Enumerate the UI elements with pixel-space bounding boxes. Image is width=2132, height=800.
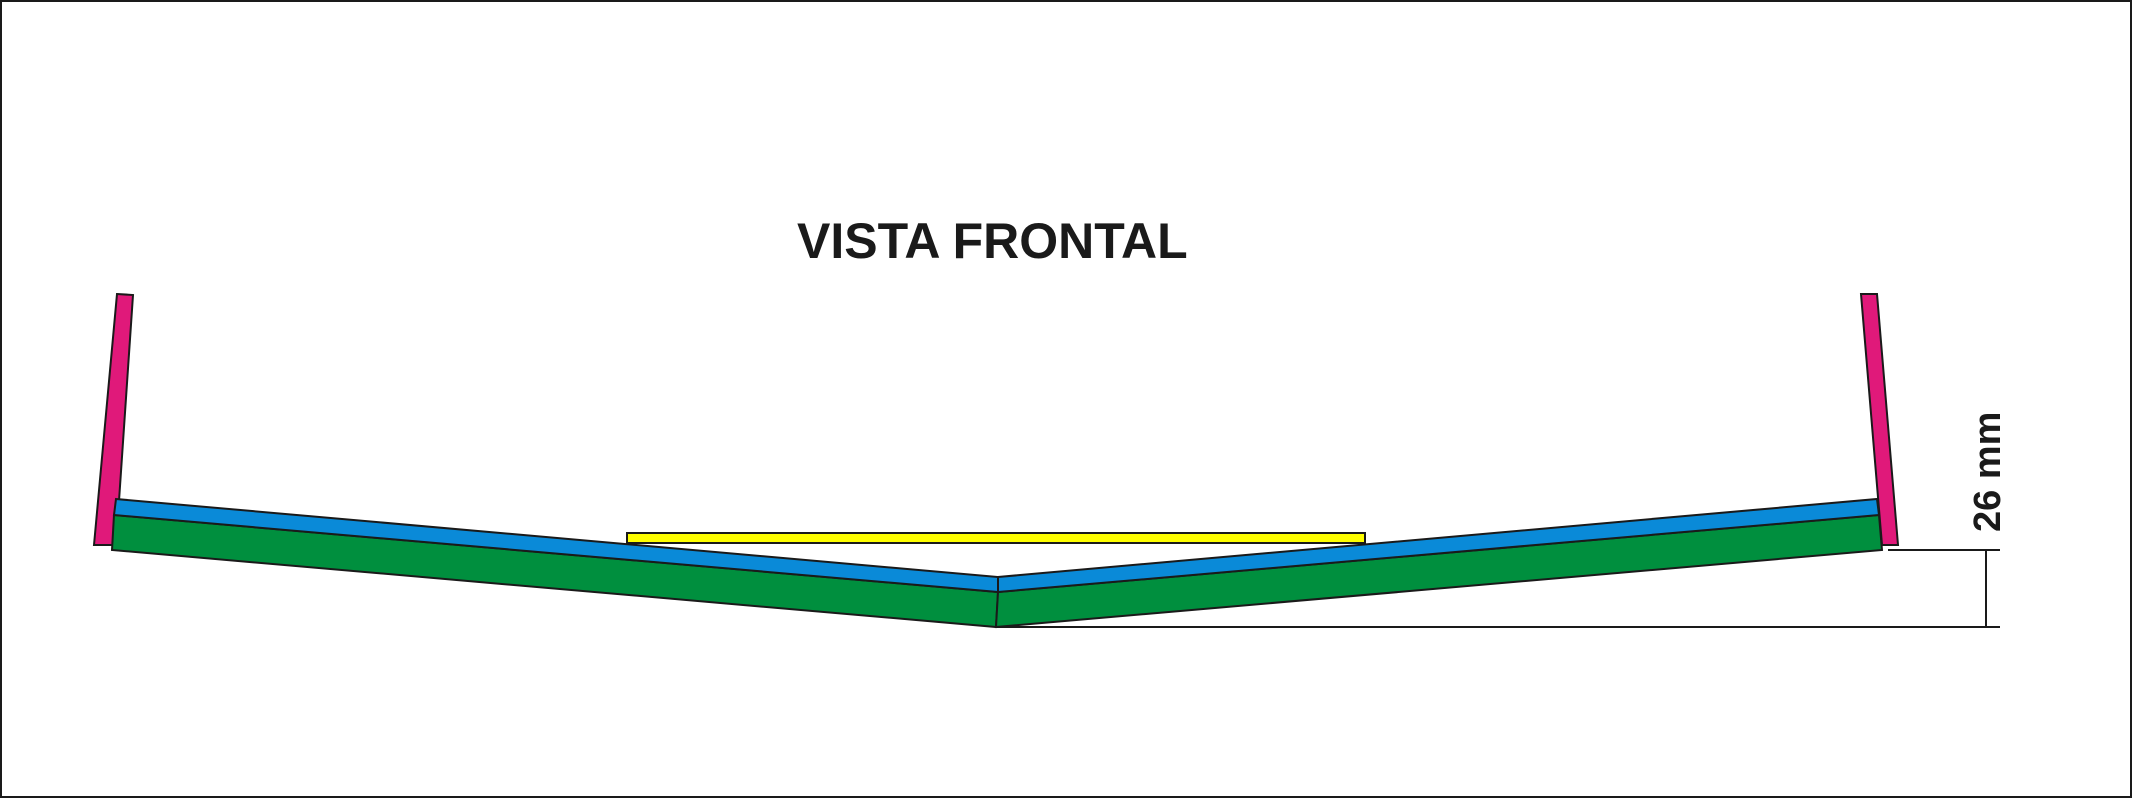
- dimension-label: 26 mm: [1967, 412, 2009, 532]
- diagram-title: VISTA FRONTAL: [797, 213, 1188, 269]
- yellow-plate: [626, 532, 1366, 544]
- right-side-wall: [1859, 293, 1900, 546]
